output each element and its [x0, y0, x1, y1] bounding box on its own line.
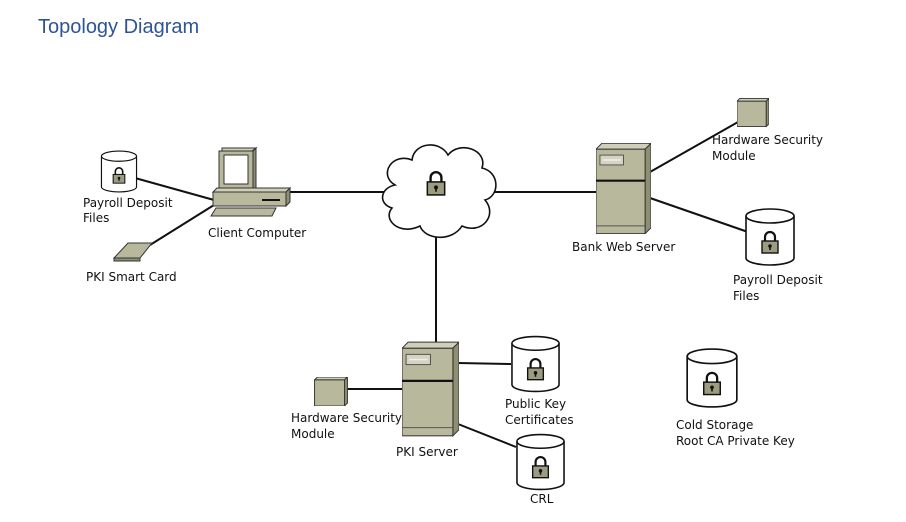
node-label: Hardware Security [291, 411, 402, 425]
node-label: CRL [530, 492, 554, 506]
server-icon [402, 341, 459, 437]
public-key-certificates[interactable]: Public Key Certificates [505, 337, 574, 427]
link-card-client [149, 204, 215, 246]
link-bank-hsm [649, 121, 739, 173]
page-title: Topology Diagram [38, 16, 200, 38]
node-label: Module [291, 427, 335, 441]
node-label: Files [733, 289, 759, 303]
cold-storage-root-ca[interactable]: Cold Storage Root CA Private Key [676, 349, 795, 448]
server-icon [596, 143, 651, 234]
link-payroll-client [134, 177, 215, 201]
payroll-deposit-files-left[interactable]: Payroll Deposit Files [83, 151, 173, 225]
payroll-deposit-files-right[interactable]: Payroll Deposit Files [733, 209, 823, 303]
encrypted-database-icon [517, 435, 564, 490]
desktop-computer-icon [210, 146, 292, 217]
smart-card-icon [112, 242, 154, 262]
encrypted-database-icon [101, 151, 136, 192]
node-label: Cold Storage [676, 418, 753, 432]
node-label: PKI Smart Card [86, 270, 177, 284]
node-label: Bank Web Server [572, 240, 675, 254]
encrypted-database-icon [687, 349, 737, 407]
encrypted-database-icon [746, 209, 794, 265]
connections [134, 121, 749, 448]
client-computer[interactable]: Client Computer [208, 146, 306, 240]
node-label: Module [712, 149, 756, 163]
node-label: Payroll Deposit [83, 196, 173, 210]
node-label: Root CA Private Key [676, 434, 795, 448]
node-label: Files [83, 211, 109, 225]
node-label: Hardware Security [712, 133, 823, 147]
hardware-security-module-pki[interactable]: Hardware Security Module [291, 377, 402, 441]
pki-smart-card[interactable]: PKI Smart Card [86, 242, 177, 284]
bank-web-server[interactable]: Bank Web Server [572, 143, 675, 254]
link-bank-payroll [649, 197, 749, 233]
hsm-box-icon [737, 98, 769, 127]
node-label: PKI Server [396, 445, 458, 459]
link-pki-crl [457, 423, 517, 448]
crl[interactable]: CRL [517, 435, 564, 506]
node-label: Client Computer [208, 226, 306, 240]
pki-server[interactable]: PKI Server [396, 341, 459, 459]
hardware-security-module-bank[interactable]: Hardware Security Module [712, 98, 823, 163]
encrypted-database-icon [512, 337, 559, 392]
hsm-box-icon [314, 377, 348, 406]
internet-cloud[interactable] [381, 144, 497, 239]
link-pki-certs [457, 362, 512, 365]
node-label: Certificates [505, 413, 574, 427]
node-label: Public Key [505, 397, 566, 411]
node-label: Payroll Deposit [733, 273, 823, 287]
